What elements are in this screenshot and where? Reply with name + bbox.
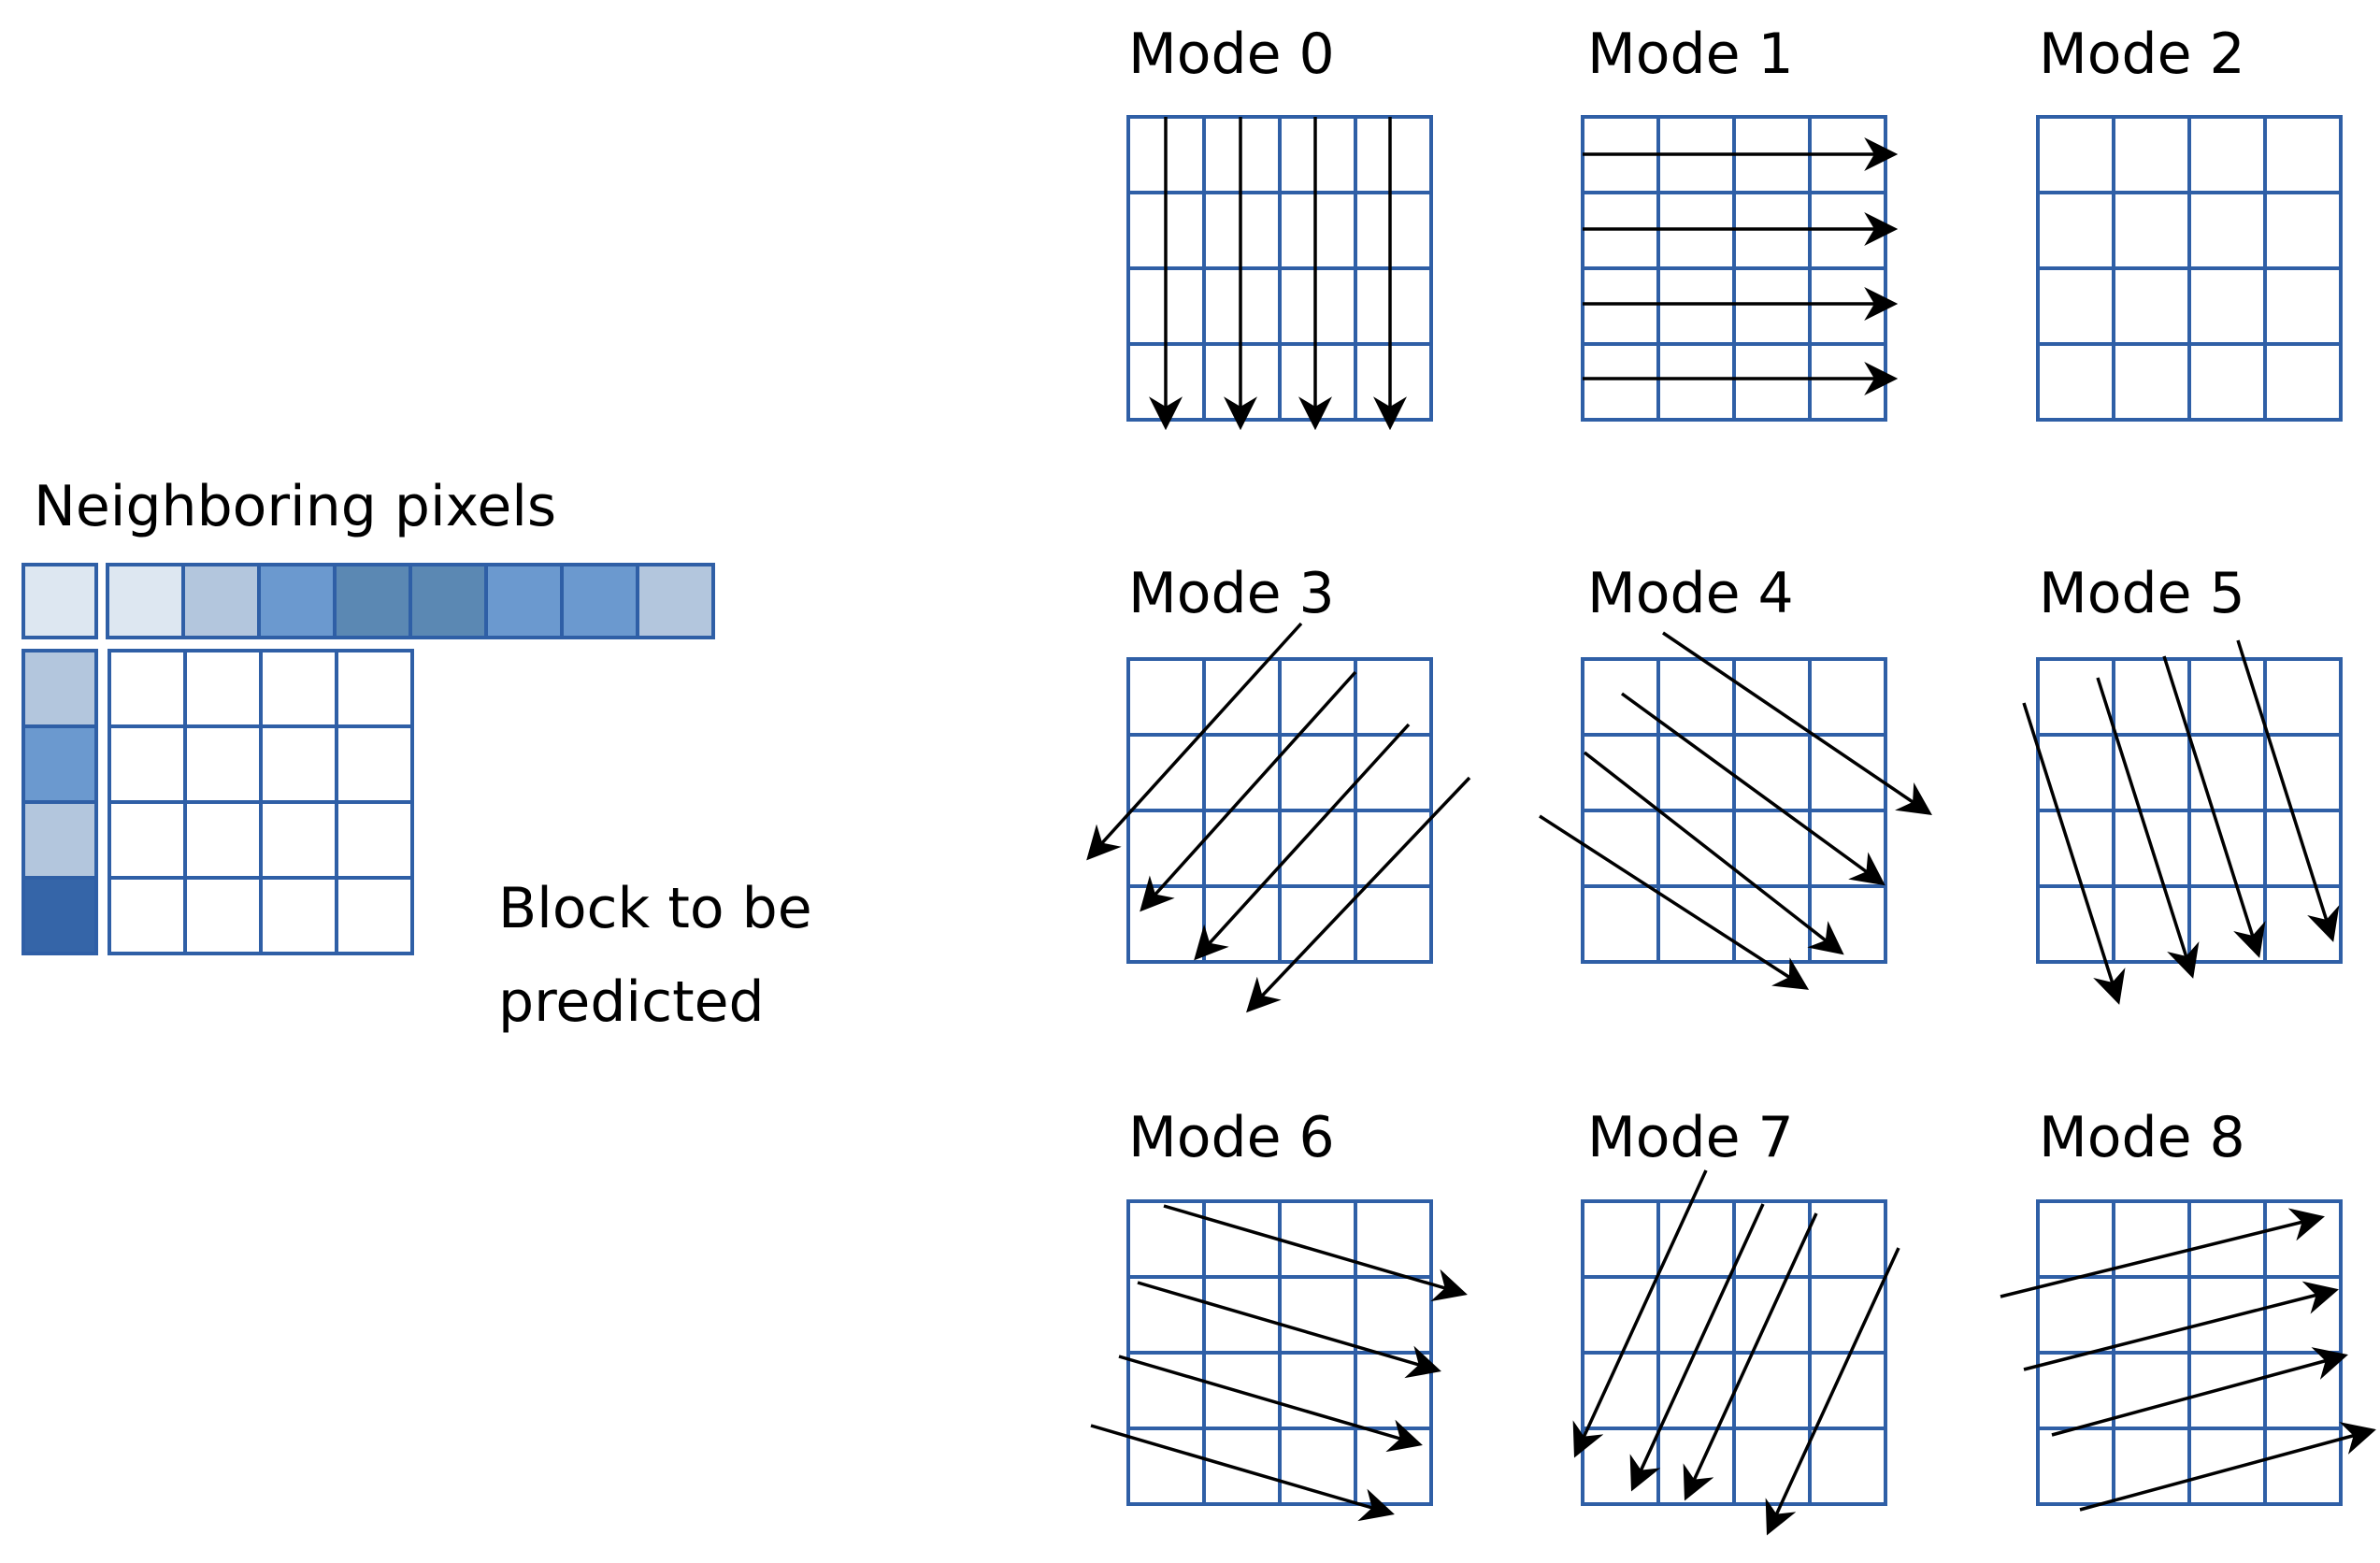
mode-4: Mode 4 — [1539, 561, 1932, 990]
prediction-arrow — [1246, 776, 1471, 1013]
mode-label: Mode 2 — [2039, 22, 2245, 87]
mode-5: Mode 5 — [2022, 561, 2343, 1005]
prediction-arrow — [1140, 670, 1357, 912]
mode-0: Mode 0 — [1126, 22, 1433, 431]
mode-1: Mode 1 — [1581, 22, 1899, 422]
mode-2: Mode 2 — [2036, 22, 2343, 422]
prediction-arrow — [1620, 692, 1885, 886]
neighbor-pixel-left — [22, 649, 98, 728]
prediction-arrow — [1683, 1212, 1818, 1501]
prediction-arrow — [2000, 1208, 2325, 1298]
neighbor-pixel-top — [106, 563, 185, 639]
mode-label: Mode 7 — [1587, 1105, 1794, 1170]
prediction-arrow — [2079, 1422, 2376, 1512]
neighboring-pixels-label: Neighboring pixels — [34, 474, 556, 539]
prediction-arrow — [2022, 702, 2126, 1005]
mode-label: Mode 5 — [2039, 561, 2245, 626]
mode-label: Mode 6 — [1128, 1105, 1335, 1170]
prediction-arrow — [1629, 1203, 1765, 1492]
neighbor-pixel-left — [22, 724, 98, 804]
block-label-line1: Block to be — [498, 876, 812, 941]
prediction-arrow — [1163, 1204, 1468, 1302]
neighbor-pixel-top — [181, 563, 261, 639]
prediction-arrow — [2096, 677, 2200, 979]
prediction-modes: Mode 0 Mode 1 Mode 2 Mode 3 Mode 4 Mode 5 Mode… — [1086, 22, 2376, 1536]
mode-label: Mode 8 — [2039, 1105, 2245, 1170]
prediction-arrow — [1572, 1169, 1708, 1458]
mode-8: Mode 8 — [2000, 1105, 2376, 1512]
block-label-line2: predicted — [498, 969, 765, 1035]
mode-3: Mode 3 — [1086, 561, 1471, 1013]
top-neighbor-row — [22, 563, 715, 639]
prediction-arrow — [1086, 622, 1303, 861]
prediction-arrow — [2023, 1281, 2339, 1371]
prediction-arrow — [1662, 631, 1932, 816]
prediction-arrow — [1090, 1424, 1395, 1522]
prediction-arrow — [2162, 655, 2266, 958]
mode-6: Mode 6 — [1090, 1105, 1468, 1522]
neighboring-pixels-panel: Neighboring pixels Block to be predicted — [22, 474, 812, 1035]
mode-label: Mode 4 — [1587, 561, 1794, 626]
prediction-arrow — [2051, 1347, 2348, 1437]
block-to-be-predicted-grid — [108, 649, 414, 955]
prediction-arrow — [1539, 814, 1810, 990]
prediction-arrow — [2236, 639, 2340, 942]
mode-label: Mode 3 — [1128, 561, 1335, 626]
mode-label: Mode 1 — [1587, 22, 1794, 87]
neighbor-pixel-left — [22, 800, 98, 880]
left-neighbor-column — [22, 649, 98, 955]
prediction-arrow — [1137, 1281, 1441, 1379]
mode-label: Mode 0 — [1128, 22, 1335, 87]
prediction-arrow — [1194, 723, 1411, 961]
neighbor-pixel-top — [636, 563, 715, 639]
neighbor-pixel-top — [257, 563, 337, 639]
neighbor-pixel-top — [560, 563, 639, 639]
mode-7: Mode 7 — [1572, 1105, 1900, 1536]
neighbor-pixel-top — [333, 563, 412, 639]
neighbor-pixel-top — [484, 563, 564, 639]
neighbor-pixel-top — [22, 563, 98, 639]
prediction-arrow — [1765, 1247, 1900, 1536]
prediction-arrow — [1118, 1355, 1423, 1453]
neighbor-pixel-left — [22, 876, 98, 955]
prediction-arrow — [1583, 751, 1844, 955]
neighbor-pixel-top — [409, 563, 488, 639]
